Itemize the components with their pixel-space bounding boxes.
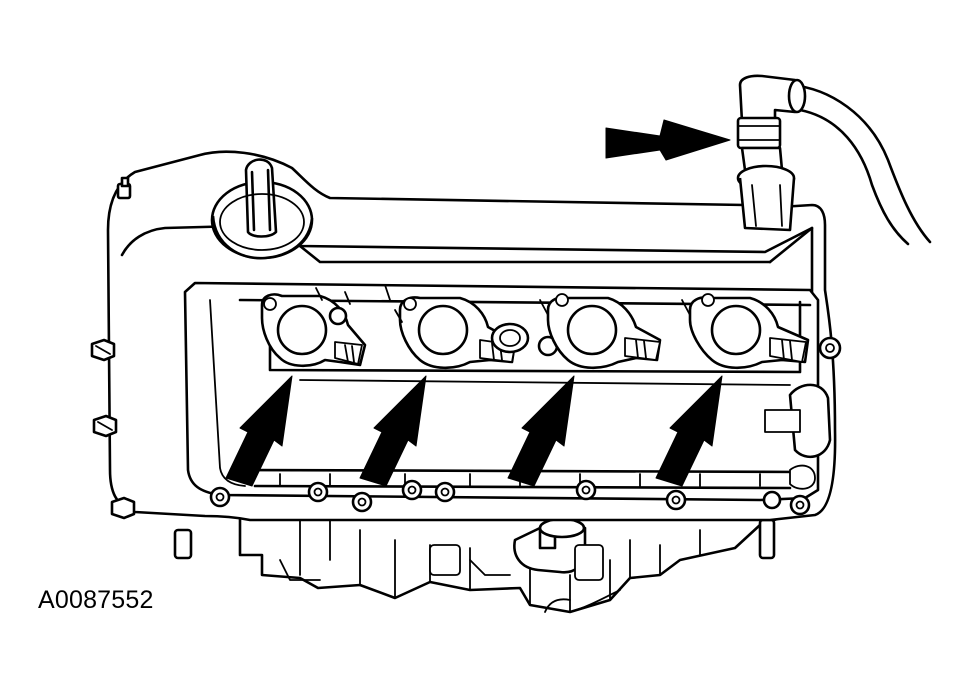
right-side-hardware [762, 336, 842, 510]
bolt-mid-left-1 [90, 338, 116, 362]
ignition-coil-1 [260, 287, 367, 368]
oil-filler-cap [210, 158, 314, 260]
hose-connector-arrow [605, 119, 731, 161]
ignition-coil-3 [539, 293, 662, 370]
bolt-top-left [116, 176, 132, 200]
coil-4-arrow [655, 375, 723, 487]
bolt-mid-left-2 [92, 414, 118, 438]
coil-3-arrow [507, 375, 575, 487]
breather-hose [736, 74, 932, 246]
lower-rail-bolts [209, 479, 811, 516]
engine-lower-block [173, 493, 782, 614]
figure-id-label: A0087552 [38, 586, 154, 614]
ignition-coil-4 [681, 293, 810, 370]
callout-arrows [225, 119, 731, 487]
bolt-bottom-left [110, 496, 136, 520]
coil-2-arrow [359, 375, 427, 487]
coil-1-arrow [225, 375, 293, 487]
left-mounting-bolts [90, 176, 136, 520]
